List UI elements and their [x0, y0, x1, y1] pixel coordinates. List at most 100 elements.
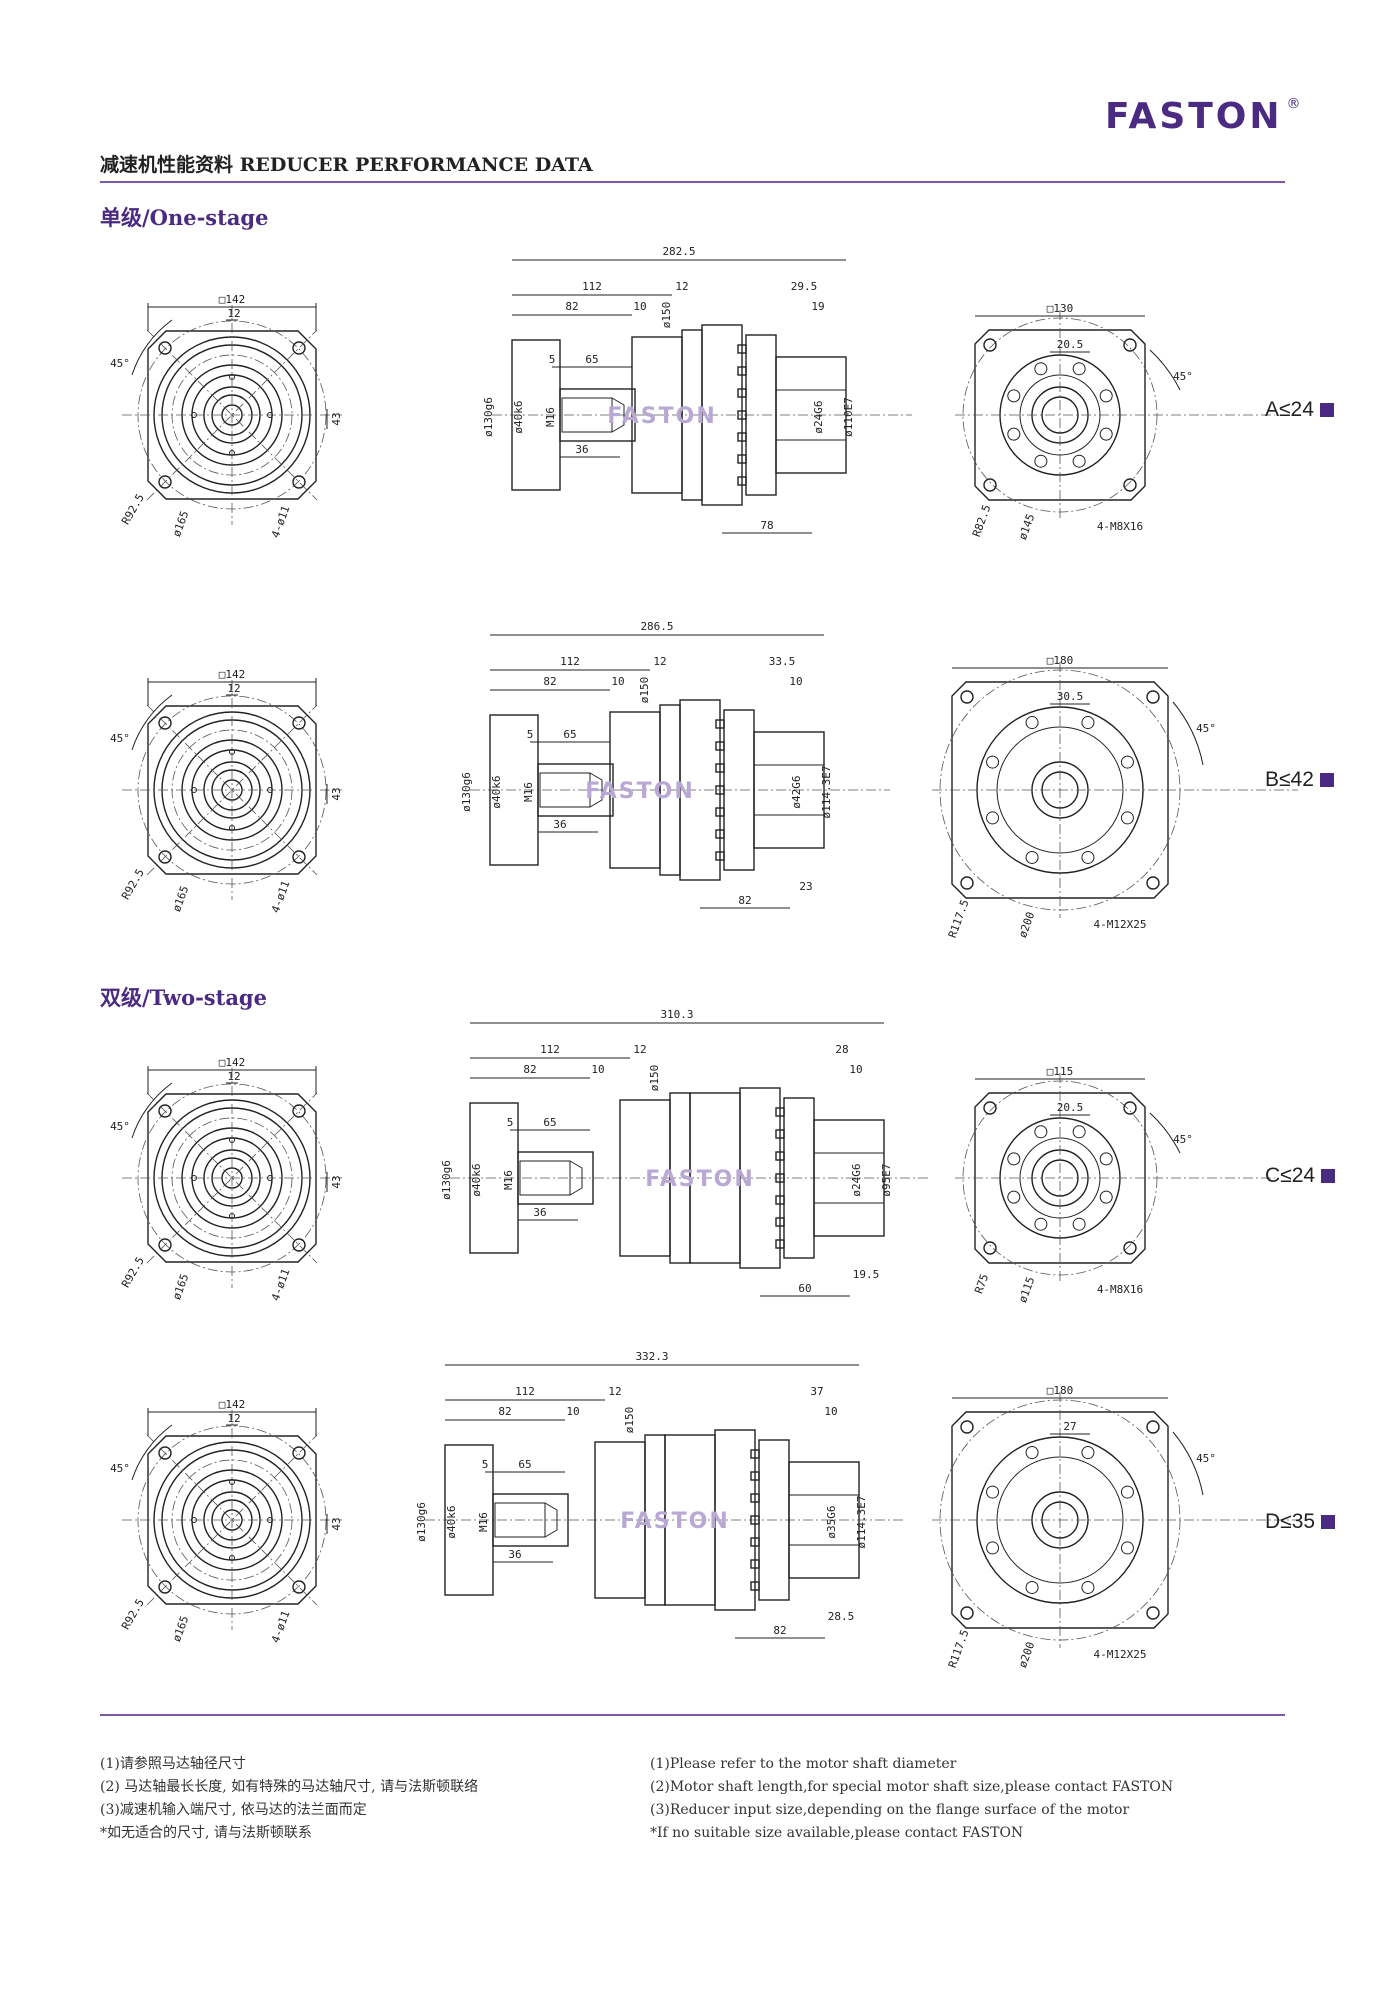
faston-watermark: FASTON [645, 1167, 755, 1192]
drawing-line [146, 1434, 318, 1606]
drawing-circle [1072, 1125, 1086, 1139]
drawing-line [146, 704, 318, 876]
dimension-label: ø145 [1016, 512, 1037, 541]
drawing-circle [158, 1446, 172, 1460]
dimension-label: 82 [565, 300, 578, 313]
drawing-circle [960, 690, 974, 704]
dimension-label: □142 [219, 293, 246, 306]
drawing-line [146, 704, 318, 876]
dimension-label: 28 [835, 1043, 848, 1056]
dimension-label: R92.5 [119, 1255, 147, 1290]
drawing-circle [1007, 389, 1021, 403]
drawing-line [146, 329, 318, 501]
page-title: 减速机性能资料 REDUCER PERFORMANCE DATA [100, 154, 593, 176]
drawing-outline [492, 1493, 569, 1547]
dimension-label: 36 [508, 1548, 521, 1561]
faston-watermark: FASTON [620, 1509, 730, 1534]
dimension-label: 5 [507, 1116, 514, 1129]
dimension-label: ø115 [1016, 1275, 1037, 1304]
dimension-label: ø200 [1016, 910, 1037, 939]
dimension-label: 4-ø11 [269, 1609, 293, 1645]
dimension-label: ø165 [170, 1272, 191, 1301]
shaft-thread [589, 772, 603, 808]
drawing-circle [292, 1238, 306, 1252]
faston-watermark: FASTON [585, 779, 695, 804]
footer-rule [100, 1714, 1285, 1716]
front-flange-outline [147, 1435, 317, 1605]
dimension-label: 10 [789, 675, 802, 688]
dimension-label: ø165 [170, 509, 191, 538]
dimension-label: ø150 [623, 1407, 636, 1434]
dimension-label: ø40k6 [490, 775, 503, 808]
drawing-outline [775, 356, 847, 474]
drawing-circle [1120, 755, 1134, 769]
dimension-label: 4-M12X25 [1094, 1648, 1147, 1661]
note-en-2: (2)Motor shaft length,for special motor … [650, 1779, 1174, 1795]
drawing-outline [537, 763, 614, 817]
dimension-label: □142 [219, 1056, 246, 1069]
header-rule [100, 181, 1285, 183]
drawing-circle [983, 1241, 997, 1255]
dimension-label: 12 [227, 307, 240, 320]
dimension-label: M16 [477, 1512, 490, 1532]
drawing-circle [1099, 427, 1113, 441]
drawing-outline [739, 1087, 781, 1269]
drawing-circle [158, 341, 172, 355]
dimension-label: R117.5 [946, 1628, 972, 1670]
dimension-label: 12 [675, 280, 688, 293]
dimension-label: R92.5 [119, 1597, 147, 1632]
dimension-label: 10 [591, 1063, 604, 1076]
drawing-circle [292, 1446, 306, 1460]
dimension-label: 4-ø11 [269, 1267, 293, 1303]
drawing-line [146, 1092, 318, 1264]
angle-arc [1149, 349, 1181, 391]
drawing-outline [519, 1160, 571, 1196]
drawing-circle [983, 338, 997, 352]
front-flange-outline [147, 330, 317, 500]
dimension-label: 82 [543, 675, 556, 688]
drawing-circle [1007, 1152, 1021, 1166]
rear-flange-outline [974, 1092, 1146, 1264]
drawing-circle [1072, 362, 1086, 376]
dimension-label: □115 [1047, 1065, 1074, 1078]
shaft-thread [544, 1502, 558, 1538]
drawing-circle [960, 876, 974, 890]
dimension-label: 45° [1196, 722, 1216, 735]
drawing-circle [960, 1606, 974, 1620]
drawing-outline [559, 388, 636, 442]
dimension-label: 82 [523, 1063, 536, 1076]
dimension-label: ø42G6 [790, 775, 803, 808]
angle-arc [1172, 701, 1204, 766]
dimension-label: 45° [110, 1462, 130, 1475]
dimension-label: 112 [582, 280, 602, 293]
drawing-circle [292, 716, 306, 730]
dimension-label: R92.5 [119, 867, 147, 902]
dimension-label: 82 [773, 1624, 786, 1637]
ratio-label-c: C≤24 [1265, 1164, 1336, 1188]
drawing-circle [1123, 338, 1137, 352]
front-flange-outline [147, 1093, 317, 1263]
dimension-label: 282.5 [662, 245, 695, 258]
dimension-label: R75 [972, 1272, 991, 1295]
drawing-circle [1072, 1217, 1086, 1231]
dimension-label: ø165 [170, 884, 191, 913]
rear-flange-outline [951, 1411, 1169, 1629]
dimension-label: 12 [653, 655, 666, 668]
note-en-4: *If no suitable size available,please co… [650, 1825, 1024, 1841]
dimension-label: 12 [608, 1385, 621, 1398]
dimension-label: 45° [110, 357, 130, 370]
dimension-label: □180 [1047, 654, 1074, 667]
drawing-circle [1120, 811, 1134, 825]
drawing-circle [1123, 478, 1137, 492]
dimension-label: 30.5 [1057, 690, 1084, 703]
angle-arc [131, 1424, 173, 1481]
